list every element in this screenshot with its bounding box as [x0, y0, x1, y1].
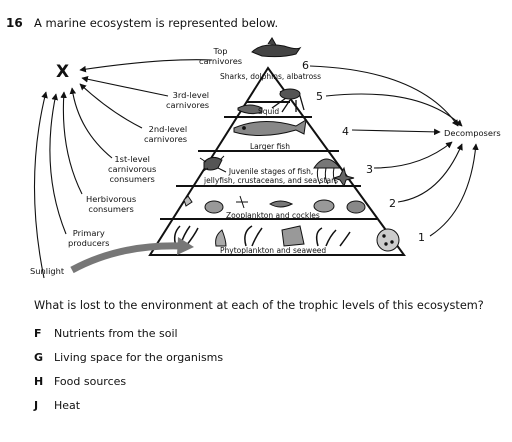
arrows-to-x [33, 59, 213, 279]
phytoplankton-icon [281, 225, 305, 247]
sunlight-arrow [70, 242, 183, 274]
caption-tier4: Larger fish [250, 142, 290, 151]
option-h-letter: H [34, 375, 44, 388]
label-first-level-consumers: 1st-level carnivorous consumers [108, 154, 157, 184]
level-number-6: 6 [302, 59, 309, 72]
question-number: 16 [6, 16, 23, 30]
level-number-5: 5 [316, 90, 323, 103]
label-top-carnivores: Top carnivores [199, 46, 243, 66]
caption-tier3: Juvenile stages of fish, jellyfish, crus… [204, 167, 339, 185]
label-primary-producers: Primary producers [68, 228, 110, 248]
question-prompt: What is lost to the environment at each … [34, 299, 484, 312]
seastar-icon [332, 166, 355, 188]
option-j-text[interactable]: Heat [54, 399, 81, 412]
label-decomposers: Decomposers [444, 128, 501, 138]
option-g-text[interactable]: Living space for the organisms [54, 351, 224, 364]
option-h-text[interactable]: Food sources [54, 375, 127, 388]
level-number-1: 1 [418, 231, 425, 244]
label-second-level-carnivores: 2nd-level carnivores [144, 124, 188, 144]
dolphin-icon [251, 44, 302, 58]
x-heat-loss-label: X [56, 62, 70, 82]
caption-tier5: Squid [258, 107, 280, 116]
larger-fish-icon [233, 119, 307, 136]
label-third-level-carnivores: 3rd-level carnivores [166, 90, 210, 110]
caption-tier6: Sharks, dolphins, albatross [220, 72, 321, 81]
option-g-letter: G [34, 351, 44, 364]
cockle-icon [204, 200, 224, 214]
label-herbivorous-consumers: Herbivorous consumers [86, 194, 137, 214]
option-f-text[interactable]: Nutrients from the soil [54, 327, 178, 340]
label-sunlight: Sunlight [30, 266, 65, 276]
question-intro: A marine ecosystem is represented below. [34, 16, 279, 30]
zooplankton-icon [183, 195, 193, 207]
level-number-4: 4 [342, 125, 349, 138]
arrows-to-decomposers [309, 65, 479, 237]
caption-tier1: Phytoplankton and seaweed [220, 246, 327, 255]
caption-tier2: Zooplankton and cockles [226, 211, 320, 220]
level-number-2: 2 [389, 197, 396, 210]
level-number-3: 3 [366, 163, 373, 176]
jellyfish-icon [313, 158, 342, 169]
organism-drawings [173, 37, 400, 252]
option-j-letter: J [34, 399, 39, 412]
option-f-letter: F [34, 327, 42, 340]
